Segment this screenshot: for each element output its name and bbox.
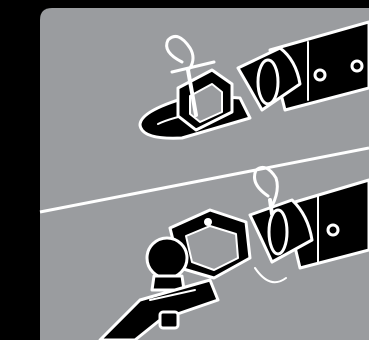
hitch-illustration — [0, 0, 369, 340]
